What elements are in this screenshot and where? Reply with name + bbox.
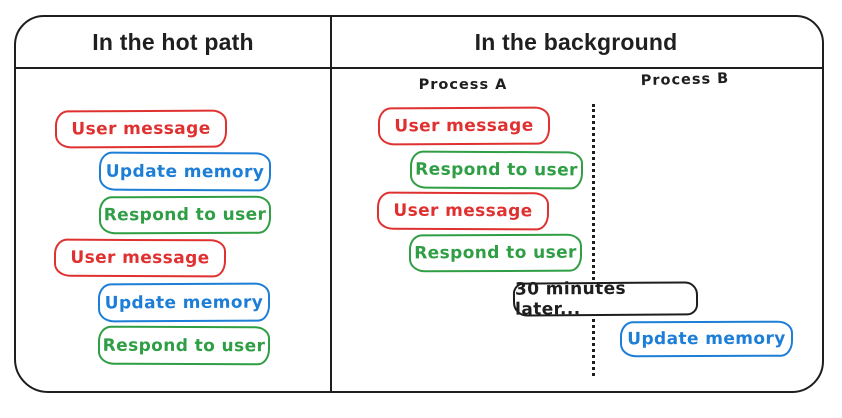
hot-path-box-update-memory-2: Update memory [97, 282, 271, 323]
box-label: Respond to user [414, 242, 577, 264]
diagram-frame: In the hot path In the background [14, 15, 824, 393]
hot-path-panel-title: In the hot path [16, 17, 330, 67]
background-panel-title: In the background [330, 17, 822, 67]
panel-divider-line [330, 15, 332, 393]
process-a-box-respond-to-user-2: Respond to user [408, 233, 583, 273]
hot-path-box-user-message-2: User message [53, 238, 227, 278]
hot-path-box-user-message-1: User message [54, 109, 228, 149]
box-label: Respond to user [102, 335, 266, 356]
box-label: Update memory [627, 328, 786, 350]
box-label: User message [71, 118, 211, 140]
box-label: Update memory [105, 161, 265, 182]
box-label: Respond to user [415, 159, 578, 181]
process-a-label: Process A [418, 77, 508, 93]
box-label: User message [70, 247, 210, 269]
hot-path-box-respond-to-user-1: Respond to user [98, 195, 272, 235]
box-label: 30 minutes later... [514, 278, 627, 320]
process-lane-divider [592, 104, 595, 376]
header-row: In the hot path In the background [16, 17, 822, 69]
box-label: User message [393, 200, 533, 222]
hot-path-title-text: In the hot path [92, 28, 254, 55]
delay-box-30-minutes-later: 30 minutes later... [512, 278, 699, 320]
box-label: User message [394, 115, 534, 137]
process-a-box-user-message-1: User message [377, 106, 551, 146]
box-label: Update memory [104, 292, 264, 313]
hot-path-box-respond-to-user-2: Respond to user [97, 325, 271, 366]
process-a-box-user-message-2: User message [376, 191, 550, 231]
process-a-box-respond-to-user-1: Respond to user [409, 150, 584, 190]
hot-path-box-update-memory-1: Update memory [98, 151, 272, 192]
box-label: Respond to user [103, 204, 267, 226]
process-b-box-update-memory: Update memory [619, 320, 794, 358]
background-title-text: In the background [474, 28, 678, 55]
